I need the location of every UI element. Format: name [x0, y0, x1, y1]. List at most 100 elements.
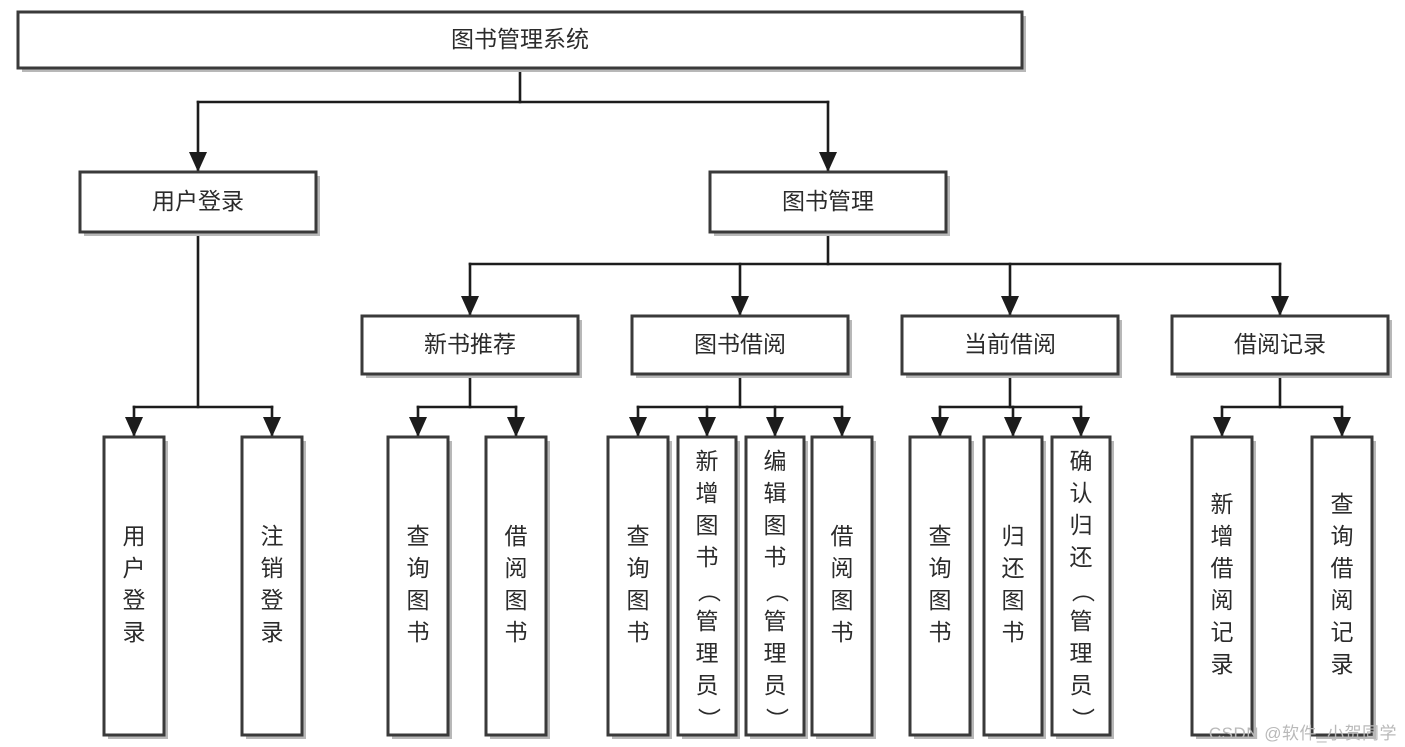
- arrow-head-icon: [507, 417, 525, 437]
- node-rect[interactable]: [708, 170, 948, 234]
- node-label-char: 录: [123, 619, 146, 645]
- node-rect[interactable]: [240, 435, 304, 737]
- node-label-char: 书: [696, 544, 719, 570]
- node-label-char: （: [1070, 580, 1096, 603]
- node-current-borrow[interactable]: 当前借阅: [900, 314, 1122, 378]
- node-rect[interactable]: [360, 314, 580, 376]
- node-rect[interactable]: [386, 435, 450, 737]
- node-label: 图书管理系统: [451, 26, 589, 52]
- node-label-char: 书: [831, 619, 854, 645]
- arrow-head-icon: [698, 417, 716, 437]
- node-borrow-record[interactable]: 借阅记录: [1170, 314, 1392, 378]
- node-label-char: 员: [764, 672, 787, 698]
- node-label-char: 查: [929, 523, 952, 549]
- node-label-char: 录: [1211, 651, 1234, 677]
- node-label-char: 还: [1070, 544, 1093, 570]
- arrow-head-icon: [189, 152, 207, 172]
- arrow-head-icon: [1072, 417, 1090, 437]
- node-rect[interactable]: [1170, 314, 1390, 376]
- node-label-char: 记: [1211, 619, 1234, 645]
- arrow-head-icon: [1004, 417, 1022, 437]
- node-label-char: 阅: [1211, 587, 1234, 613]
- node-rect[interactable]: [908, 435, 972, 737]
- node-rect[interactable]: [606, 435, 670, 737]
- node-label-char: 还: [1002, 555, 1025, 581]
- node-label-char: 理: [1070, 640, 1093, 666]
- node-rect[interactable]: [484, 435, 548, 737]
- node-label-char: 书: [505, 619, 528, 645]
- node-label-char: 登: [123, 587, 146, 613]
- node-rect[interactable]: [982, 435, 1044, 737]
- node-book-borrow[interactable]: 图书借阅: [630, 314, 852, 378]
- node-rect[interactable]: [78, 170, 318, 234]
- node-label-char: 认: [1070, 480, 1093, 506]
- node-label-char: 查: [1331, 491, 1354, 517]
- node-rect[interactable]: [630, 314, 850, 376]
- arrow-head-icon: [819, 152, 837, 172]
- node-label-char: 户: [123, 555, 146, 581]
- node-label-char: 登: [261, 587, 284, 613]
- node-label-char: 查: [627, 523, 650, 549]
- node-label-char: 书: [1002, 619, 1025, 645]
- node-label-char: 询: [627, 555, 650, 581]
- node-label-char: 管: [696, 608, 719, 634]
- node-label: 当前借阅: [964, 331, 1056, 357]
- node-rect[interactable]: [102, 435, 166, 737]
- node-label-char: 归: [1002, 523, 1025, 549]
- arrow-head-icon: [125, 417, 143, 437]
- node-label-char: 图: [831, 587, 854, 613]
- node-label: 用户登录: [152, 188, 244, 214]
- node-new-book-rec[interactable]: 新书推荐: [360, 314, 582, 378]
- node-rect[interactable]: [676, 435, 738, 737]
- node-label-char: 书: [929, 619, 952, 645]
- arrow-head-icon: [931, 417, 949, 437]
- node-label-char: 增: [696, 480, 719, 506]
- node-label-char: 理: [696, 640, 719, 666]
- node-rect[interactable]: [810, 435, 874, 737]
- node-label-char: 记: [1331, 619, 1354, 645]
- node-label-char: 借: [831, 523, 854, 549]
- node-label-char: 录: [261, 619, 284, 645]
- node-label: 新书推荐: [424, 331, 516, 357]
- node-rect[interactable]: [744, 435, 806, 737]
- node-label-char: 确: [1070, 448, 1093, 474]
- node-book-manage[interactable]: 图书管理: [708, 170, 950, 236]
- node-label-char: 询: [407, 555, 430, 581]
- node-label-char: 询: [929, 555, 952, 581]
- arrow-head-icon: [766, 417, 784, 437]
- node-label-char: 新: [1211, 491, 1234, 517]
- node-label-char: （: [764, 580, 790, 603]
- node-label: 图书借阅: [694, 331, 786, 357]
- arrow-head-icon: [1001, 296, 1019, 316]
- arrow-head-icon: [263, 417, 281, 437]
- node-rect[interactable]: [1050, 435, 1112, 737]
- node-label-char: ）: [1070, 708, 1096, 731]
- node-label-char: ）: [696, 708, 722, 731]
- node-rect[interactable]: [1310, 435, 1374, 737]
- node-user-login[interactable]: 用户登录: [78, 170, 320, 236]
- node-root[interactable]: 图书管理系统: [16, 10, 1026, 72]
- node-leaf-user-login[interactable]: 用户登录: [102, 435, 168, 739]
- node-label-char: 书: [764, 544, 787, 570]
- node-label-char: 编: [764, 448, 787, 474]
- node-rect[interactable]: [1190, 435, 1254, 737]
- node-rect[interactable]: [900, 314, 1120, 376]
- node-rect[interactable]: [16, 10, 1024, 70]
- connectors-layer: [125, 66, 1351, 439]
- arrow-head-icon: [461, 296, 479, 316]
- node-label-char: 辑: [764, 480, 787, 506]
- arrow-head-icon: [1213, 417, 1231, 437]
